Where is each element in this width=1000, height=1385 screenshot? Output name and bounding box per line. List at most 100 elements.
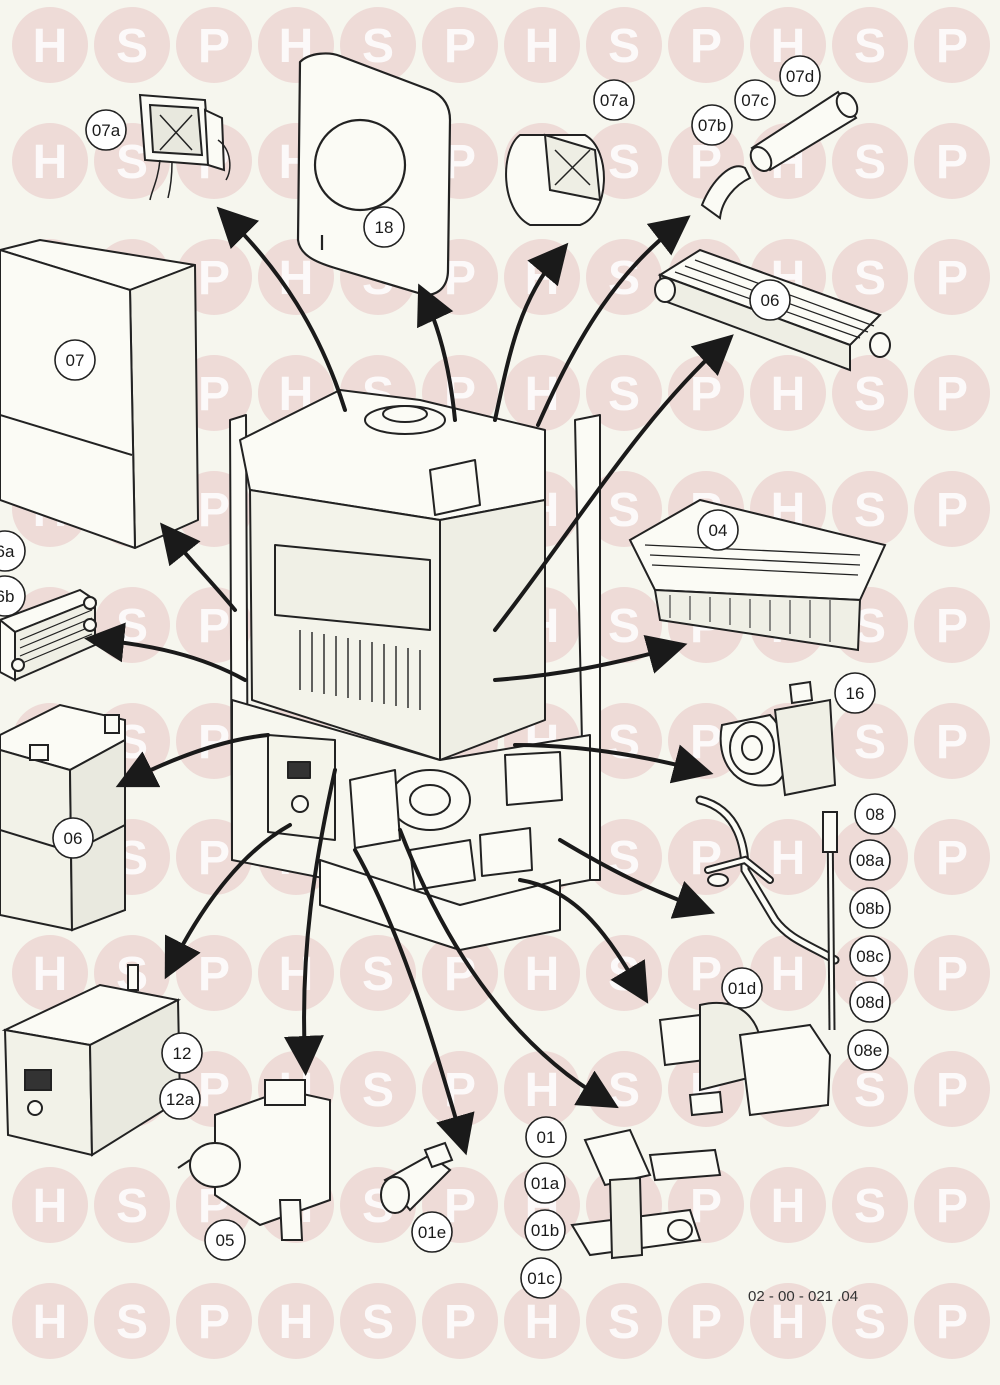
callout-circle — [0, 530, 26, 572]
watermark-letter: S — [362, 1296, 394, 1349]
fan-unit-right-part — [505, 133, 605, 226]
watermark-letter: S — [854, 20, 886, 73]
expansion-vessel-part — [296, 52, 452, 297]
watermark-letter: S — [608, 1064, 640, 1117]
callout-text: 08e — [854, 1041, 882, 1060]
callout-text: 01a — [531, 1174, 560, 1193]
watermark-circle — [94, 7, 170, 83]
callout-circle — [849, 981, 891, 1023]
callout-circle — [849, 935, 891, 977]
callout-c01e: 01e — [411, 1211, 453, 1253]
callout-c07b: 07b — [691, 104, 733, 146]
watermark-circle — [832, 355, 908, 431]
watermark-letter: P — [936, 832, 968, 885]
callout-text: 16 — [846, 684, 865, 703]
watermark-circle — [176, 1283, 252, 1359]
watermark-circle — [340, 935, 416, 1011]
callout-c01b: 01b — [524, 1209, 566, 1251]
watermark-letter: P — [936, 484, 968, 537]
callout-c08d: 08d — [849, 981, 891, 1023]
boiler-main-assembly — [229, 389, 601, 951]
callout-c01d: 01d — [721, 967, 763, 1009]
callout-text: 06 — [761, 291, 780, 310]
callout-c06_top: 06 — [749, 279, 791, 321]
diverter-valve-part — [658, 1001, 832, 1117]
watermark-circle — [586, 1283, 662, 1359]
watermark-letter: P — [690, 1296, 722, 1349]
callout-circle — [161, 1032, 203, 1074]
callout-text: 06 — [64, 829, 83, 848]
watermark-circle — [668, 7, 744, 83]
watermark-circle — [914, 471, 990, 547]
callout-circle — [834, 672, 876, 714]
watermark-circle — [586, 819, 662, 895]
watermark-circle — [914, 355, 990, 431]
watermark-letter: P — [198, 484, 230, 537]
watermark-letter: S — [854, 1180, 886, 1233]
watermark-letter: P — [198, 368, 230, 421]
callout-circle — [525, 1116, 567, 1158]
callout-circle — [734, 79, 776, 121]
drawing-reference-number: 02 - 00 - 021 .04 — [748, 1288, 859, 1305]
watermark-letter: S — [854, 252, 886, 305]
callout-text: 6a — [0, 542, 15, 561]
watermark-letter: P — [198, 1296, 230, 1349]
watermark-circle — [914, 1283, 990, 1359]
callout-c07d: 07d — [779, 55, 821, 97]
watermark-circle — [914, 123, 990, 199]
callout-text: 01e — [418, 1223, 446, 1242]
watermark-letter: P — [936, 1064, 968, 1117]
watermark-letter: S — [854, 136, 886, 189]
callout-c12a: 12a — [159, 1078, 201, 1120]
callout-circle — [204, 1219, 246, 1261]
callout-circle — [749, 279, 791, 321]
callout-circle — [54, 339, 96, 381]
watermark-letter: H — [33, 1180, 68, 1233]
watermark-letter: P — [198, 948, 230, 1001]
watermark-circle — [340, 1283, 416, 1359]
watermark-circle — [914, 1051, 990, 1127]
watermark-letter: H — [525, 948, 560, 1001]
watermark-circle — [586, 355, 662, 431]
callout-c16: 16 — [834, 672, 876, 714]
watermark-letter: P — [936, 252, 968, 305]
watermark-circle — [832, 471, 908, 547]
watermark-circle — [750, 355, 826, 431]
casing-panel-part — [0, 239, 199, 549]
callout-c6b: 6b — [0, 575, 26, 617]
watermark-circle — [422, 935, 498, 1011]
watermark-letter: P — [444, 948, 476, 1001]
watermark-letter: P — [936, 1180, 968, 1233]
watermark-circle — [668, 1283, 744, 1359]
watermark-circle — [586, 587, 662, 663]
watermark-letter: P — [690, 368, 722, 421]
watermark-letter: P — [936, 948, 968, 1001]
watermark-letter: S — [608, 600, 640, 653]
watermark-circle — [914, 1167, 990, 1243]
callout-text: 01d — [728, 979, 756, 998]
watermark-letter: P — [936, 368, 968, 421]
callout-circle — [691, 104, 733, 146]
watermark-letter: S — [854, 368, 886, 421]
watermark-letter: S — [608, 716, 640, 769]
watermark-circle — [12, 7, 88, 83]
callout-circle — [520, 1257, 562, 1299]
watermark-letter: S — [608, 368, 640, 421]
watermark-letter: S — [854, 484, 886, 537]
callout-text: 08c — [856, 947, 884, 966]
callout-c6a: 6a — [0, 530, 26, 572]
callout-c08c: 08c — [849, 935, 891, 977]
callout-text: 08 — [866, 805, 885, 824]
watermark-letter: H — [33, 1296, 68, 1349]
watermark-letter: S — [854, 1296, 886, 1349]
watermark-letter: H — [279, 252, 314, 305]
callout-c07a_l: 07a — [85, 109, 127, 151]
watermark-circle — [750, 1167, 826, 1243]
watermark-circle — [914, 587, 990, 663]
callout-circle — [0, 575, 26, 617]
callout-circle — [411, 1211, 453, 1253]
control-box-part — [1, 964, 182, 1157]
watermark-circle — [258, 1283, 334, 1359]
watermark-letter: P — [198, 1064, 230, 1117]
watermark-circle — [914, 935, 990, 1011]
